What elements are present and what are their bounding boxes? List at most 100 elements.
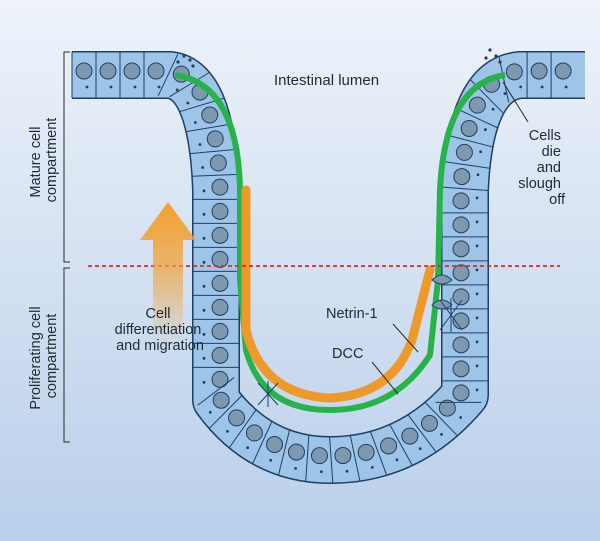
cell-border [349,435,361,481]
cell-nucleus [123,62,141,80]
cell-nucleus [554,62,572,80]
cell-granule [202,356,206,360]
cell-nucleus [212,391,230,409]
cell-border [370,431,388,476]
cell-nucleus [453,168,471,186]
cell-nucleus [452,336,470,354]
cell-granule [202,236,206,240]
cell-granule [202,308,206,312]
cell-granule [459,416,463,419]
dying-cells-label: Cells die and slough off [518,128,566,208]
cell-granule [395,458,399,462]
cell-nucleus [75,62,93,80]
cell-granule [202,332,206,336]
cell-granule [440,432,443,436]
cell-border [190,148,236,155]
cell-granule [345,469,349,473]
migration-label: Cell differentiation and migration [115,306,206,354]
cell-nucleus [460,119,478,137]
cell-granule [479,150,483,154]
cell-border [186,123,232,133]
cell-nucleus [455,143,473,161]
cell-nucleus [211,178,229,196]
cell-granule [202,260,206,264]
cell-border [442,186,489,192]
cell-granule [540,85,544,89]
netrin-layer [241,185,435,403]
cell-nucleus [357,443,375,461]
cell-border [169,72,210,98]
crypt-tissue [71,48,585,484]
dcc-label: DCC [332,346,363,362]
migration-arrow-icon [140,202,196,345]
cell-nucleus [420,414,438,432]
cell-nucleus [452,264,470,282]
cell-granule [476,173,480,177]
cell-granule [418,447,422,451]
cell-nucleus [452,216,470,234]
cell-nucleus [438,399,456,417]
cell-nucleus [99,62,117,80]
cell-granule [475,364,479,368]
cell-nucleus [468,96,486,114]
dying-cells-pointer-line [502,81,529,123]
cell-granule [475,292,479,296]
cell-granule [186,101,190,105]
cell-nucleus [287,443,305,461]
cell-border [455,107,498,129]
cell-border [157,53,179,97]
cell-granule [475,244,479,248]
cell-granule [475,268,479,272]
cell-border [424,402,458,436]
cell-granule [175,88,179,92]
cell-granule [475,340,479,344]
cell-nucleus [452,384,470,402]
cell-granule [202,212,206,216]
cell-nucleus [211,226,229,244]
cell-nucleus [530,62,548,80]
cell-granule [201,166,205,169]
cell-nucleus [266,435,284,453]
cell-granule [491,107,495,111]
cell-border [498,57,510,103]
proliferating-bracket [63,267,70,443]
cell-granule [319,470,323,474]
cell-nucleus [401,427,419,445]
cell-nucleus [334,447,352,465]
cell-border [192,173,239,177]
netrin-label: Netrin-1 [326,306,378,322]
cell-granule [202,380,206,384]
cell-nucleus [211,346,229,364]
cell-nucleus [505,63,523,81]
cell-border [389,424,413,466]
cell-nucleus [211,274,229,292]
cell-border [305,435,310,482]
cell-nucleus [452,192,470,210]
cell-nucleus [211,250,229,268]
cell-nucleus [211,322,229,340]
cell-nucleus [380,437,398,455]
cell-border [209,395,243,429]
cell-granule [564,85,568,89]
cell-granule [85,85,89,89]
cell-nucleus [206,130,224,148]
cell-border [278,430,290,476]
sloughing-cell-debris-icon [176,48,502,68]
cell-nucleus [211,370,229,388]
cell-granule [370,465,374,469]
cell-nucleus [245,424,263,442]
cell-nucleus [211,202,229,220]
cell-nucleus [228,409,246,427]
cell-granule [226,429,229,433]
mature-compartment-label: Mature cell compartment [28,118,60,203]
apical-membrane [174,72,506,414]
cell-border [444,161,490,169]
cell-granule [109,85,113,89]
cell-nucleus [209,154,227,172]
cell-border [329,437,334,483]
cell-nucleus [147,62,165,80]
mature-bracket [63,51,70,263]
mitotic-spindle-icon [257,298,463,407]
cell-border [447,134,493,148]
